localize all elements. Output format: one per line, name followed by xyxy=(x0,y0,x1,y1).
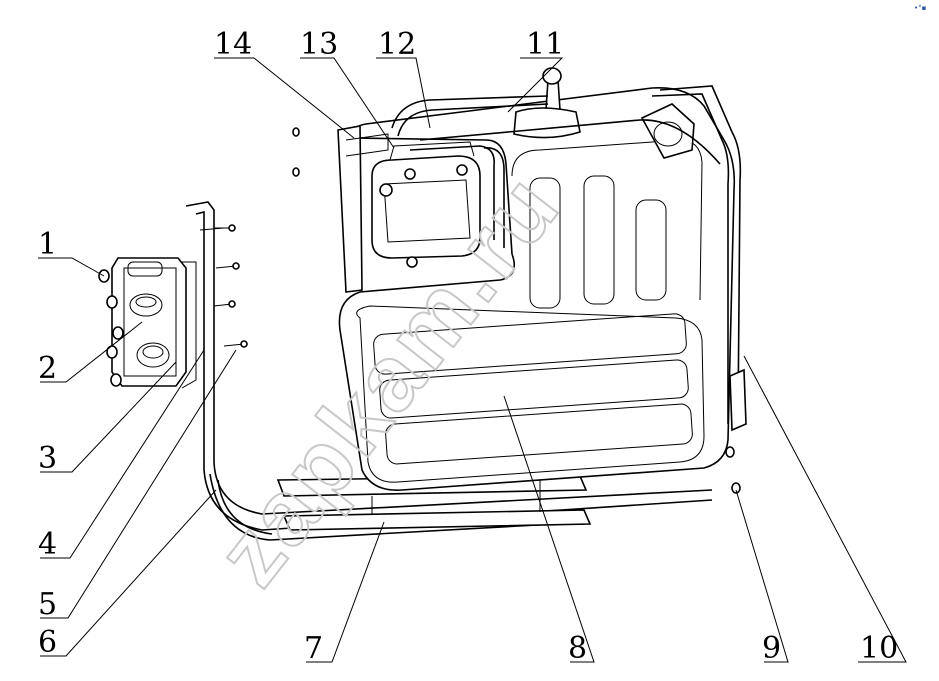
rear-strap xyxy=(651,85,747,432)
fuel-pump-module xyxy=(371,141,481,268)
callout-14: 14 xyxy=(214,27,252,62)
callout-5: 5 xyxy=(38,587,57,622)
corner-mark: •°▪ xyxy=(914,4,927,12)
callout-6: 6 xyxy=(38,625,57,660)
bracket-bolts xyxy=(98,269,124,387)
filler-neck xyxy=(513,67,695,159)
callout-10: 10 xyxy=(860,631,898,666)
nuts xyxy=(725,446,741,494)
callout-8: 8 xyxy=(568,631,587,666)
callout-11: 11 xyxy=(526,27,564,62)
callout-9: 9 xyxy=(762,631,781,666)
callout-13: 13 xyxy=(300,27,338,62)
mounting-bracket xyxy=(111,257,197,389)
callout-1: 1 xyxy=(38,227,57,262)
callout-12: 12 xyxy=(378,27,416,62)
fuel-tank-body xyxy=(338,87,736,491)
callout-2: 2 xyxy=(38,351,57,386)
callout-numbers: 1 2 3 4 5 6 7 8 9 10 11 12 13 14 xyxy=(38,27,898,666)
leader-lines xyxy=(38,57,907,663)
strap-bolts xyxy=(213,224,248,348)
tank-strap-frame xyxy=(185,201,713,541)
fuel-lines xyxy=(391,95,721,248)
callout-4: 4 xyxy=(38,527,57,562)
callout-7: 7 xyxy=(304,631,323,666)
side-shield-plate xyxy=(292,125,389,293)
callout-3: 3 xyxy=(38,441,57,476)
